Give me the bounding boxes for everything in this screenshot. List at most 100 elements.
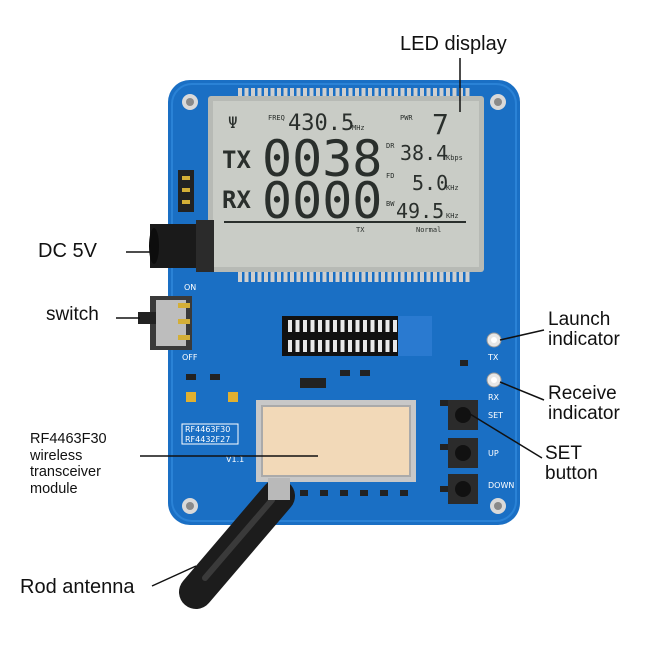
leader-set: [469, 413, 543, 459]
pin: [370, 340, 375, 352]
silk-on: ON: [184, 283, 196, 292]
pin: [303, 340, 307, 352]
label-module: RF4463F30 wireless transceiver module: [30, 431, 107, 498]
pin: [355, 320, 360, 332]
pin: [433, 270, 437, 282]
lcd-tx-value: 0038: [262, 130, 382, 188]
pin: [355, 340, 360, 352]
pin: [394, 88, 398, 98]
silk-up: UP: [488, 449, 499, 458]
pin: [385, 320, 390, 332]
pin: [303, 320, 307, 332]
pin: [329, 270, 333, 282]
pin: [333, 320, 337, 332]
slide-switch: [138, 296, 192, 350]
pin: [370, 320, 375, 332]
lcd-dr-value: 38.4: [400, 141, 448, 165]
label-launch-indicator: Launch indicator: [548, 310, 620, 350]
silk-version: V1.1: [226, 455, 244, 464]
pin: [378, 340, 382, 352]
lcd-freq-unit: MHz: [352, 124, 365, 132]
rx-led: [486, 372, 502, 388]
pin: [413, 270, 418, 282]
pin: [439, 88, 444, 98]
label-module-line2: wireless: [30, 447, 83, 464]
pin: [393, 320, 397, 332]
lcd-freq-label: FREQ: [268, 114, 285, 122]
down-button-part: [448, 474, 478, 504]
pin: [316, 88, 320, 98]
label-dc-5v: DC 5V: [38, 240, 97, 262]
lcd-fd-label: FD: [386, 172, 394, 180]
silk-off: OFF: [182, 353, 198, 362]
pin: [277, 88, 281, 98]
label-receive-line1: Receive: [548, 383, 617, 404]
leader-lines: [116, 58, 545, 587]
pin: [446, 270, 450, 282]
label-set-line1: SET: [545, 443, 582, 464]
label-set-line2: button: [545, 462, 598, 484]
pin: [251, 88, 255, 98]
pin: [325, 340, 330, 352]
pin: [348, 320, 352, 332]
lcd-bw-label: BW: [386, 200, 395, 208]
pin: [465, 88, 470, 98]
rod-antenna: [179, 478, 295, 609]
lcd-dr-label: DR: [386, 142, 395, 150]
pin: [322, 88, 327, 98]
pin: [264, 270, 268, 282]
pin: [303, 270, 307, 282]
lcd-bw-value: 49.5: [396, 199, 444, 223]
pin: [335, 88, 340, 98]
pin: [322, 270, 327, 282]
pin: [303, 88, 307, 98]
pin: [348, 340, 352, 352]
pin: [459, 88, 463, 98]
lcd-footer-mode: Normal: [416, 226, 441, 234]
pin: [318, 320, 322, 332]
silk-chip-a: RF4463F30: [185, 425, 230, 434]
pin: [290, 270, 294, 282]
pin: [394, 270, 398, 282]
smd-components: [186, 360, 468, 496]
lcd-freq-value: 430.5: [288, 111, 354, 136]
pin: [296, 270, 301, 282]
pin: [387, 88, 392, 98]
label-module-line1: RF4463F30: [30, 431, 107, 447]
rf-module: [256, 400, 416, 482]
pin: [318, 340, 322, 352]
pin: [340, 320, 345, 332]
label-rod-antenna: Rod antenna: [20, 576, 135, 598]
pin: [295, 320, 300, 332]
pin: [257, 88, 262, 98]
pin: [426, 270, 431, 282]
label-switch: switch: [46, 304, 99, 325]
pin: [452, 88, 457, 98]
mcu-chip: [282, 316, 432, 356]
leader-antenna: [151, 565, 197, 587]
pin: [368, 88, 372, 98]
antenna-glyph: Ψ: [228, 113, 238, 132]
silk-rx: RX: [488, 393, 500, 402]
pin: [426, 88, 431, 98]
pin: [387, 270, 392, 282]
pin: [363, 320, 367, 332]
pin: [277, 270, 281, 282]
pin: [309, 270, 314, 282]
pin: [316, 270, 320, 282]
pin: [244, 270, 249, 282]
pin: [465, 270, 470, 282]
lcd-top-pins: [238, 88, 470, 98]
pin: [288, 320, 292, 332]
lcd-bottom-pins: [238, 270, 470, 282]
silk-down: DOWN: [488, 481, 514, 490]
silk-tx: TX: [487, 353, 499, 362]
lcd-rx-label: RX: [222, 186, 251, 214]
pin: [407, 88, 411, 98]
pin: [381, 270, 385, 282]
pin: [368, 270, 372, 282]
pin: [342, 88, 346, 98]
pin: [413, 88, 418, 98]
leader-launch: [499, 329, 545, 341]
